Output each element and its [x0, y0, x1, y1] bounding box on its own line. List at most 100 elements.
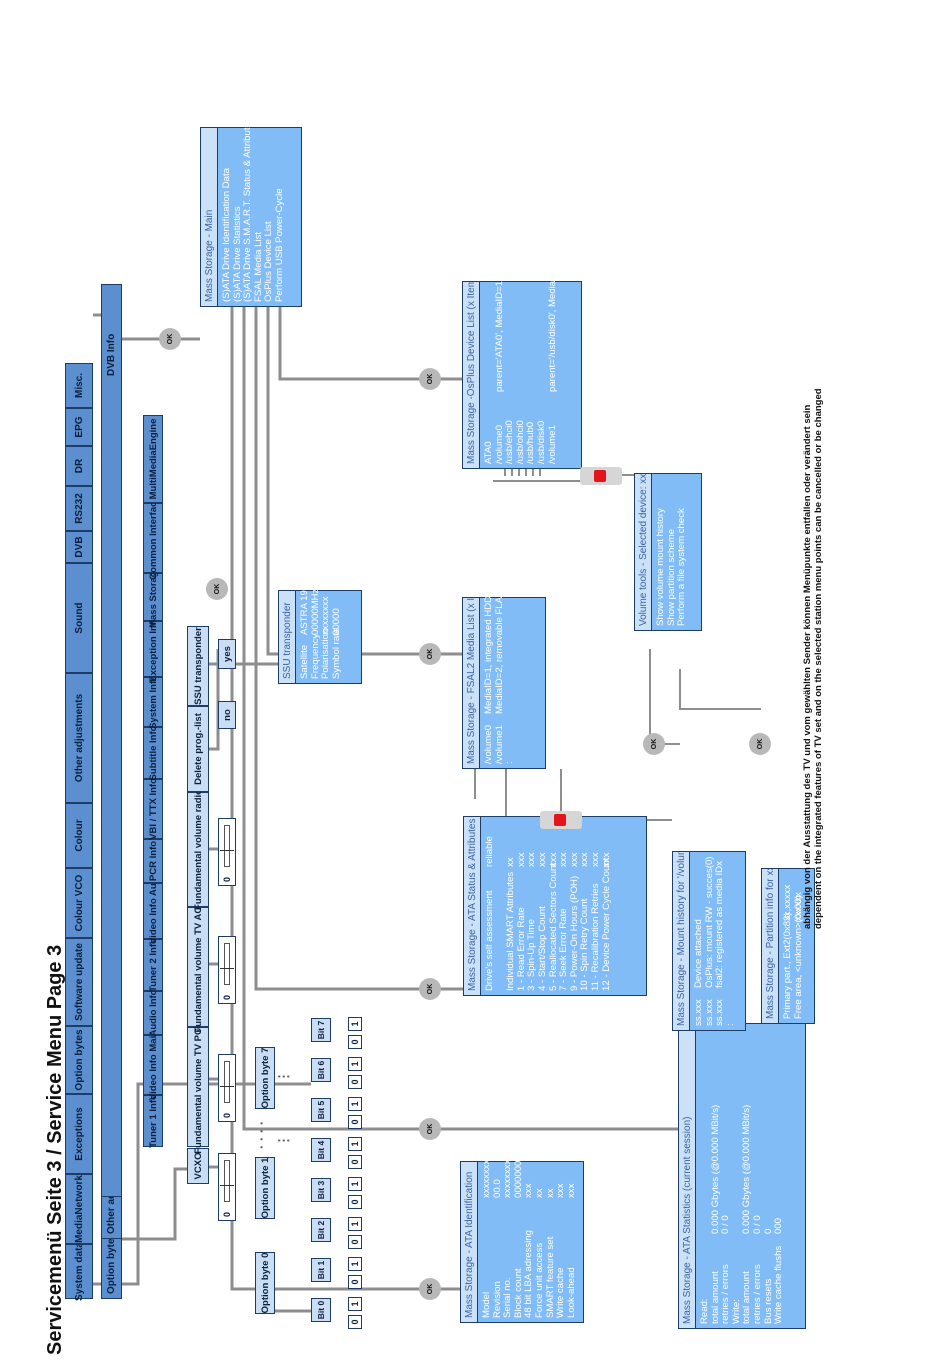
bit-value-1[interactable]: 1 — [348, 1017, 362, 1031]
tab-tuner-2-info[interactable]: Tuner 2 Info — [143, 938, 163, 992]
tab-common-interface[interactable]: Common Interface — [143, 496, 163, 580]
tab-tuner-1-info[interactable]: Tuner 1 Info — [143, 1094, 163, 1148]
panel-row: Show volume mount history — [655, 478, 667, 626]
bar-dvb-info[interactable]: DVB Info — [101, 284, 122, 1197]
panel-title: Mass Storage - FSAL2 Media List (x Item(… — [463, 598, 480, 768]
tab-video-info-aux[interactable]: Video Info Aux — [143, 878, 163, 944]
bit-4-button[interactable]: Bit 4 — [311, 1138, 331, 1162]
panel-row: Perform a file system check — [676, 478, 688, 626]
row-value: 0 / 0 — [751, 1215, 763, 1234]
volume-slider[interactable]: 0 — [218, 818, 236, 886]
row-label[interactable]: Perform USB Power-Cycle — [273, 188, 285, 302]
bit-value-1[interactable]: 1 — [348, 1137, 362, 1151]
tab-video-info-main[interactable]: Video Info Main — [143, 1030, 163, 1100]
bit-5-button[interactable]: Bit 5 — [311, 1098, 331, 1122]
slider-value: 0 — [222, 1112, 232, 1118]
tab-multimediaengine[interactable]: MultiMediaEngine — [143, 415, 163, 503]
ok-connector-icon[interactable]: OK — [419, 368, 441, 390]
tab-subtitle-info[interactable]: Subtitle Info — [143, 726, 163, 780]
tab-colour-vco[interactable]: Colour VCO — [65, 868, 93, 938]
tab-sound[interactable]: Sound — [65, 563, 93, 673]
tab-misc[interactable]: Misc. — [65, 363, 93, 408]
bit-value-1[interactable]: 1 — [348, 1177, 362, 1191]
tab-audio-info[interactable]: Audio Info — [143, 990, 163, 1036]
bit-2-button[interactable]: Bit 2 — [311, 1218, 331, 1242]
ellipsis-dots: ⋮ — [276, 1134, 291, 1147]
row-value: fsal2: registered as media IDx — [714, 861, 726, 988]
volume-slider[interactable]: 0 — [218, 936, 236, 1004]
ok-connector-icon[interactable]: OK — [159, 328, 181, 350]
option-byte-0-button[interactable]: Option byte 0 — [255, 1252, 275, 1314]
panel-title: Mass Storage - Main — [201, 128, 218, 306]
ok-connector-icon[interactable]: OK — [419, 1118, 441, 1140]
tab-dvb[interactable]: DVB — [65, 531, 93, 563]
panel-body: (S)ATA Drive Identification Data(S)ATA D… — [221, 117, 286, 302]
button-fundamental-volume-tv-pcm[interactable]: Fundamental volume TV PCM — [187, 1020, 209, 1154]
row-label[interactable]: Show volume mount history — [655, 508, 666, 626]
tab-pcr-info[interactable]: PCR Info — [143, 839, 163, 883]
row-label: Symbol rate — [330, 627, 342, 679]
ok-connector-icon[interactable]: OK — [419, 1278, 441, 1300]
bit-value-0[interactable]: 0 — [348, 1075, 362, 1089]
row-value: 0 / 0 — [720, 1215, 732, 1234]
button-fundamental-volume-radio[interactable]: Fundamental volume radio — [187, 789, 209, 910]
tab-epg[interactable]: EPG — [65, 408, 93, 446]
bit-1-button[interactable]: Bit 1 — [311, 1258, 331, 1282]
tab-exceptions[interactable]: Exceptions — [65, 1094, 93, 1174]
footnote-en: dependent on the integrated features of … — [813, 388, 824, 929]
bit-value-0[interactable]: 0 — [348, 1195, 362, 1209]
bit-6-button[interactable]: Bit 6 — [311, 1058, 331, 1082]
tab-colour[interactable]: Colour — [65, 803, 93, 868]
bit-value-1[interactable]: 1 — [348, 1057, 362, 1071]
bit-3-button[interactable]: Bit 3 — [311, 1178, 331, 1202]
bit-value-1[interactable]: 1 — [348, 1217, 362, 1231]
delete-yes-option[interactable]: yes — [218, 639, 236, 669]
tab-dr[interactable]: DR — [65, 446, 93, 486]
row-label[interactable]: Perform a file system check — [676, 508, 688, 626]
volume-slider[interactable]: 0 — [218, 1054, 236, 1122]
ok-connector-icon[interactable]: OK — [749, 733, 771, 755]
bit-value-0[interactable]: 0 — [348, 1275, 362, 1289]
bit-value-0[interactable]: 0 — [348, 1155, 362, 1169]
tab-rs232[interactable]: RS232 — [65, 486, 93, 531]
button-delete-prog-list[interactable]: Delete prog.-list — [187, 706, 209, 792]
volume-slider[interactable]: 0 — [218, 1153, 236, 1221]
panel-title: SSU transponder — [279, 591, 296, 683]
tab-software-update[interactable]: Software update — [65, 938, 93, 1026]
slider-value: 0 — [222, 876, 232, 882]
option-byte-7-button[interactable]: Option byte 7 — [255, 1047, 275, 1109]
row-value: xxx — [565, 1183, 577, 1198]
ok-connector-icon[interactable]: OK — [419, 643, 441, 665]
tab-mass-storage[interactable]: Mass Storage — [143, 566, 163, 628]
bit-7-button[interactable]: Bit 7 — [311, 1018, 331, 1042]
bit-value-1[interactable]: 1 — [348, 1257, 362, 1271]
tab-medianetwork[interactable]: MediaNetwork — [65, 1174, 93, 1244]
ok-connector-icon[interactable]: OK — [419, 978, 441, 1000]
delete-no-option[interactable]: no — [218, 701, 236, 729]
bit-value-0[interactable]: 0 — [348, 1115, 362, 1129]
ok-connector-icon[interactable]: OK — [206, 578, 228, 600]
option-byte-1-button[interactable]: Option byte 1 — [255, 1157, 275, 1219]
panel-title: Mass Storage - ATA Identification — [461, 1162, 478, 1322]
button-ssu-transponder[interactable]: SSU transponder — [187, 626, 209, 706]
bit-value-1[interactable]: 1 — [348, 1097, 362, 1111]
bit-value-1[interactable]: 1 — [348, 1297, 362, 1311]
tab-exception-info[interactable]: Exception Info — [143, 616, 163, 682]
row-label[interactable]: (S)ATA Drive Identification Data — [221, 167, 232, 302]
tab-system-data[interactable]: System data — [65, 1242, 93, 1301]
tab-system-info[interactable]: System Info — [143, 675, 163, 729]
bit-0-button[interactable]: Bit 0 — [311, 1298, 331, 1322]
ok-connector-icon[interactable]: OK — [643, 733, 665, 755]
tab-other-adjustments[interactable]: Other adjustments — [65, 673, 93, 803]
tab-vbi-ttx-info[interactable]: VBI / TTX Info — [143, 778, 163, 840]
tab-option-bytes[interactable]: Option bytes — [65, 1026, 93, 1094]
button-fundamental-volume-tv-ac3[interactable]: Fundamental volume TV AC3 — [187, 901, 209, 1033]
bit-value-0[interactable]: 0 — [348, 1235, 362, 1249]
slider-knob — [220, 850, 234, 851]
panel-row: : — [725, 856, 737, 1026]
bit-value-0[interactable]: 0 — [348, 1315, 362, 1329]
slider-track — [224, 943, 230, 985]
bit-value-0[interactable]: 0 — [348, 1035, 362, 1049]
